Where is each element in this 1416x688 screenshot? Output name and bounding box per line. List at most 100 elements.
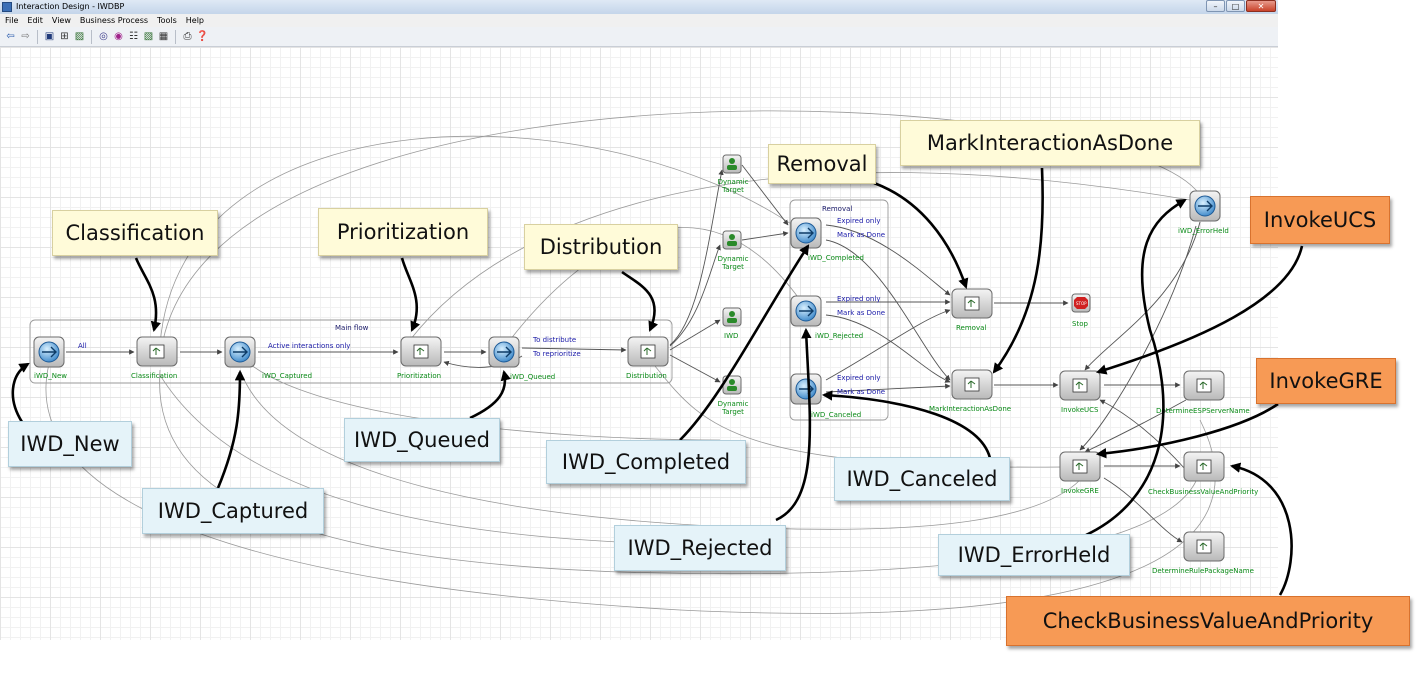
toolbar-separator	[91, 29, 92, 44]
close-icon[interactable]: ✕	[1246, 0, 1276, 12]
edge-label-mark-done-1: Mark as Done	[837, 231, 885, 239]
arrow-classification	[134, 257, 161, 333]
menu-business-process[interactable]: Business Process	[79, 16, 149, 25]
arrow-invoke-ucs	[1096, 245, 1304, 375]
edge-errorheld-gre	[1079, 225, 1197, 451]
maximize-icon[interactable]: □	[1226, 0, 1245, 12]
stop-node[interactable]: STOP Stop	[1071, 293, 1091, 328]
zoom-icon[interactable]: ⊞	[60, 31, 69, 42]
node-label: Stop	[1072, 320, 1088, 328]
queue-node-iwd-queued[interactable]: iWD_Queued	[488, 336, 555, 381]
minimize-icon[interactable]: –	[1206, 0, 1225, 12]
save-icon[interactable]: ▣	[44, 31, 55, 42]
palette-icon[interactable]: ◉	[114, 31, 123, 42]
strategy-node-check-bv[interactable]: CheckBusinessValueAndPriority	[1148, 451, 1258, 496]
arrow-iwd-errorheld	[1085, 198, 1187, 537]
strategy-node-invoke-gre[interactable]: InvokeGRE	[1059, 451, 1101, 495]
edge-completed-removal	[825, 224, 951, 296]
title-bar: Interaction Design - IWDBP – □ ✕	[0, 0, 1278, 14]
menu-view[interactable]: View	[51, 16, 71, 25]
node-label: Classification	[131, 372, 177, 380]
callout-iwd-canceled: IWD_Canceled	[834, 457, 1010, 501]
main-flow-group[interactable]	[29, 319, 673, 384]
queue-node-iwd-new[interactable]: iWD_New	[33, 336, 67, 380]
node-label: DetermineESPServerName	[1156, 407, 1250, 415]
edge-canceled-removal	[825, 308, 951, 381]
arrow-iwd-canceled	[821, 390, 992, 459]
arrow-mark-done	[992, 167, 1044, 374]
arrow-invoke-gre	[1095, 402, 1279, 459]
queue-node-iwd-completed[interactable]: iWD_Completed	[790, 217, 864, 262]
window-controls: – □ ✕	[1206, 0, 1276, 13]
menu-file[interactable]: File	[5, 16, 19, 25]
edge-dyn2-completed	[741, 231, 789, 241]
edge-label-to-distribute: To distribute	[532, 336, 576, 344]
menu-bar: File Edit View Business Process Tools He…	[0, 14, 1278, 27]
edge-queued-distribution	[521, 347, 627, 353]
grid-icon[interactable]: ▦	[158, 31, 169, 42]
menu-help[interactable]: Help	[185, 16, 205, 25]
edge-label-expired-only-3: Expired only	[837, 374, 880, 382]
arrow-iwd-new	[11, 362, 30, 423]
node-label: InvokeUCS	[1061, 406, 1099, 414]
callout-iwd-new: IWD_New	[8, 421, 132, 467]
strategy-node-determine-esp[interactable]: DetermineESPServerName	[1156, 370, 1250, 415]
arrow-check-bv	[1229, 462, 1293, 596]
edge-label-to-reprioritize: To reprioritize	[532, 350, 581, 358]
callout-check-bv: CheckBusinessValueAndPriority	[1006, 596, 1410, 646]
queue-node-iwd-rejected[interactable]: iWD_Rejected	[790, 295, 863, 340]
callout-mark-done: MarkInteractionAsDone	[900, 120, 1200, 166]
edge-gre-rule	[1103, 477, 1183, 543]
callout-prioritization: Prioritization	[318, 208, 488, 256]
edge-esp-gre	[1084, 399, 1187, 453]
arrow-iwd-completed	[679, 244, 810, 441]
stop-sign-icon: STOP	[1076, 301, 1087, 306]
strategy-node-classification[interactable]: Classification	[131, 336, 178, 380]
menu-tools[interactable]: Tools	[157, 16, 177, 25]
node-label: iWD_ErrorHeld	[1178, 227, 1229, 235]
removal-group[interactable]	[789, 199, 889, 421]
queue-node-iwd-captured[interactable]: iWD_Captured	[224, 336, 312, 380]
callout-invoke-ucs: InvokeUCS	[1250, 196, 1390, 244]
link-curve	[409, 172, 1191, 341]
strategy-node-prioritization[interactable]: Prioritization	[397, 336, 442, 380]
edge-dist-dyn2	[669, 244, 721, 347]
node-label: iWD_Rejected	[815, 332, 863, 340]
print-icon[interactable]: ⎙	[183, 31, 192, 42]
edge-canceled-mark	[825, 383, 951, 393]
arrow-iwd-queued	[469, 369, 511, 420]
strategy-node-determine-rule[interactable]: DetermineRulePackageName	[1152, 531, 1254, 575]
removal-group-label: Removal	[822, 205, 852, 213]
strategy-node-removal[interactable]: Removal	[951, 288, 993, 332]
edge-label-mark-done-2: Mark as Done	[837, 309, 885, 317]
arrow-prioritization	[400, 257, 421, 332]
image2-icon[interactable]: ▧	[143, 31, 154, 42]
menu-edit[interactable]: Edit	[27, 16, 43, 25]
queue-node-iwd-errorheld[interactable]: iWD_ErrorHeld	[1178, 190, 1229, 235]
flow-edges	[66, 164, 1201, 543]
callout-classification: Classification	[52, 210, 218, 256]
node-label: Distribution	[626, 372, 667, 380]
callout-iwd-queued: IWD_Queued	[344, 418, 500, 462]
help-icon[interactable]: ❓	[196, 31, 209, 42]
back-arrow-icon[interactable]: ⇦	[6, 31, 15, 42]
strategy-node-distribution[interactable]: Distribution	[626, 336, 669, 380]
edge-label-expired-only-2: Expired only	[837, 295, 880, 303]
forward-arrow-icon[interactable]: ⇨	[21, 31, 30, 42]
tree-icon[interactable]: ☷	[129, 31, 138, 42]
toolbar-separator	[175, 29, 176, 44]
callout-iwd-rejected: IWD_Rejected	[614, 525, 786, 571]
strategy-node-mark-done[interactable]: MarkInteractionAsDone	[929, 369, 1011, 413]
main-flow-label: Main flow	[335, 324, 369, 332]
image-icon[interactable]: ▨	[74, 31, 85, 42]
target-node-iwd[interactable]: IWD	[722, 307, 742, 340]
node-label: iWD_Queued	[510, 373, 555, 381]
strategy-node-invoke-ucs[interactable]: InvokeUCS	[1059, 370, 1101, 414]
edge-dist-dyn1	[669, 169, 724, 346]
target-icon[interactable]: ◎	[99, 31, 108, 42]
